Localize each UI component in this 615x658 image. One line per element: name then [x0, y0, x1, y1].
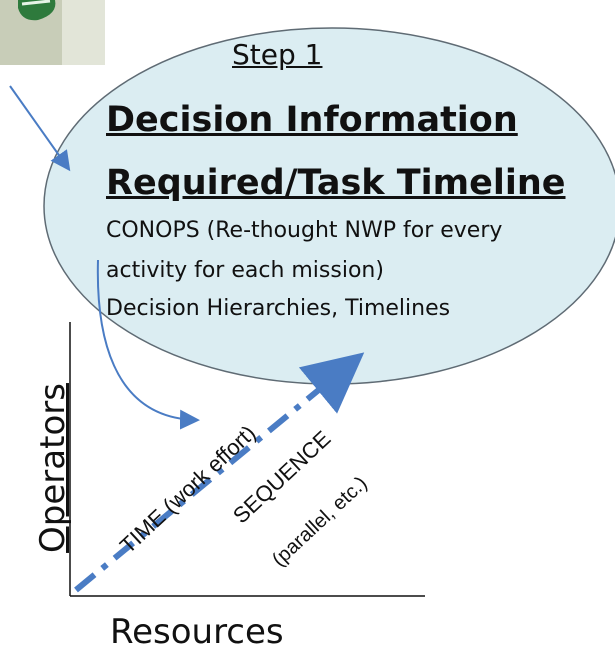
badge-to-ellipse-arrow [9, 85, 71, 172]
step-label: Step 1 [232, 38, 323, 71]
x-axis-label: Resources [110, 612, 284, 652]
body-line-1: CONOPS (Re-thought NWP for every [106, 218, 503, 243]
title-line-1: Decision Information [106, 100, 518, 140]
title-line-2: Required/Task Timeline [106, 163, 566, 203]
body-line-3: Decision Hierarchies, Timelines [106, 296, 451, 321]
body-line-2: activity for each mission) [106, 258, 384, 283]
y-axis-label: Operators [33, 383, 73, 553]
step-ellipse [43, 27, 615, 385]
curved-arrow [96, 259, 200, 430]
corner-badge-icon [0, 0, 105, 65]
diagonal-dashdot-arrow [74, 352, 365, 593]
